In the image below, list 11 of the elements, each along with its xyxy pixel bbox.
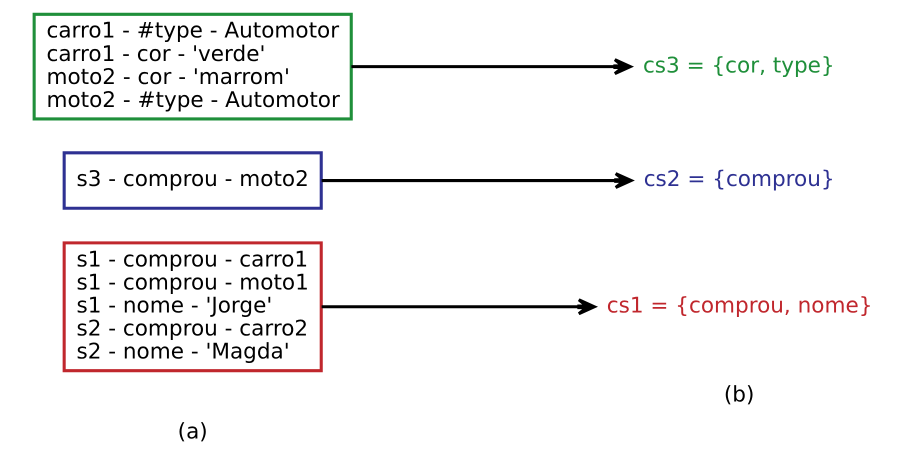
node-text: cs2 = {comprou} [643,167,834,192]
node-box: s3 - comprou - moto2 [62,151,322,210]
node-text: cs3 = {cor, type} [642,53,834,78]
arrow [321,172,632,190]
label: (b) [723,382,754,408]
node-box: s1 - comprou - carro1 s1 - comprou - moto1 s1 - nome - 'Jorge' s2 - comprou - carro2 s2 - nome - 'Magda' [62,241,322,372]
node-box: carro1 - #type - Automotor carro1 - cor - 'verde' moto2 - cor - 'marrom' moto2 - #type - Automotor [32,12,352,121]
arrow [350,58,632,76]
node-text: cs1 = {comprou, nome} [606,293,872,318]
label: (a) [177,420,208,445]
arrow [321,298,596,316]
